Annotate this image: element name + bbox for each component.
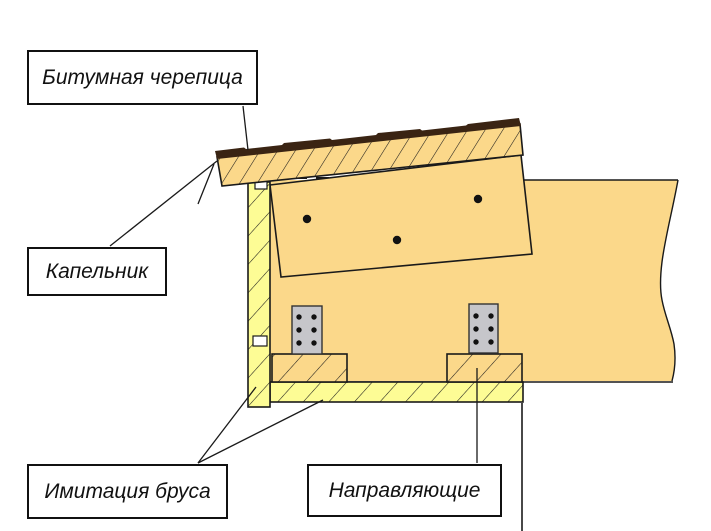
- label-guides-text: Направляющие: [328, 478, 481, 502]
- label-box-guides: Направляющие: [307, 464, 502, 517]
- mounting-bracket-right: [468, 303, 499, 354]
- shingles-leader-line: [242, 105, 249, 151]
- label-box-timber-imitation: Имитация бруса: [27, 464, 228, 519]
- guide-batten-right: [446, 353, 523, 383]
- rafter-board: [269, 154, 533, 278]
- bracket-left-screw-dots: [296, 314, 317, 346]
- label-shingles-text: Битумная черепица: [42, 65, 243, 89]
- fascia-mid-joint-notch: [252, 335, 268, 347]
- bracket-right-screw-dots: [473, 313, 494, 345]
- label-box-shingles: Битумная черепица: [27, 50, 258, 105]
- timber-leader-line-fascia: [197, 386, 257, 464]
- label-timber-imitation-text: Имитация бруса: [44, 479, 211, 503]
- timber-leader-line-soffit: [197, 399, 324, 464]
- fascia-panel: [247, 181, 271, 408]
- soffit-strip: [269, 381, 524, 403]
- guide-batten-left: [271, 353, 348, 383]
- label-box-drip-edge: Капельник: [27, 247, 167, 296]
- label-drip-edge-text: Капельник: [45, 259, 149, 283]
- rafter-fastener-dots: [302, 194, 483, 245]
- mounting-bracket-left: [291, 305, 323, 355]
- dripedge-leader-fork: [197, 163, 215, 205]
- dripedge-leader-line: [109, 160, 218, 247]
- wall-break-edge: [659, 179, 679, 382]
- shingle-layer: [215, 118, 521, 159]
